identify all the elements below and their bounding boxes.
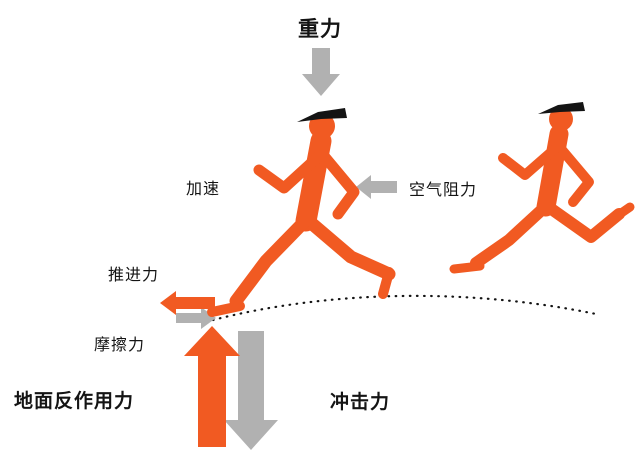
runner2-rear-arm (557, 145, 594, 207)
air-resistance-label: 空气阻力 (409, 182, 478, 199)
ground-reaction-arrow-icon (184, 326, 240, 447)
propulsion-arrow-icon (160, 291, 215, 315)
gravity-label: 重力 (298, 18, 342, 41)
runner-background (449, 102, 635, 274)
runner1-rear-leg (303, 215, 396, 281)
gravity-arrow-icon (302, 48, 340, 96)
ground-dotted-line (211, 294, 598, 322)
runner2-front-leg (470, 200, 552, 269)
runner2-cap (538, 102, 585, 114)
ground-reaction-label: 地面反作用力 (14, 391, 135, 412)
propulsion-label: 推进力 (108, 267, 160, 284)
runner2-front-foot (449, 261, 485, 274)
runner1-rear-foot (378, 267, 394, 299)
runner1-rear-arm (318, 150, 360, 220)
acceleration-label: 加速 (186, 181, 221, 198)
runner1-cap (297, 108, 347, 122)
runner1-front-leg (229, 213, 313, 308)
runner2-head (549, 107, 573, 131)
friction-arrow-icon (176, 307, 216, 329)
friction-label: 摩擦力 (94, 337, 146, 354)
runner2-front-arm (498, 142, 562, 180)
runner2-rear-foot (612, 202, 635, 221)
air-resistance-arrow-icon (356, 175, 397, 199)
impact-arrow-icon (224, 331, 278, 450)
runner1-front-foot (207, 301, 245, 317)
runner-main (207, 108, 396, 317)
runner2-rear-leg (544, 202, 625, 243)
impact-label: 冲击力 (330, 392, 391, 413)
runner1-front-arm (253, 151, 324, 194)
